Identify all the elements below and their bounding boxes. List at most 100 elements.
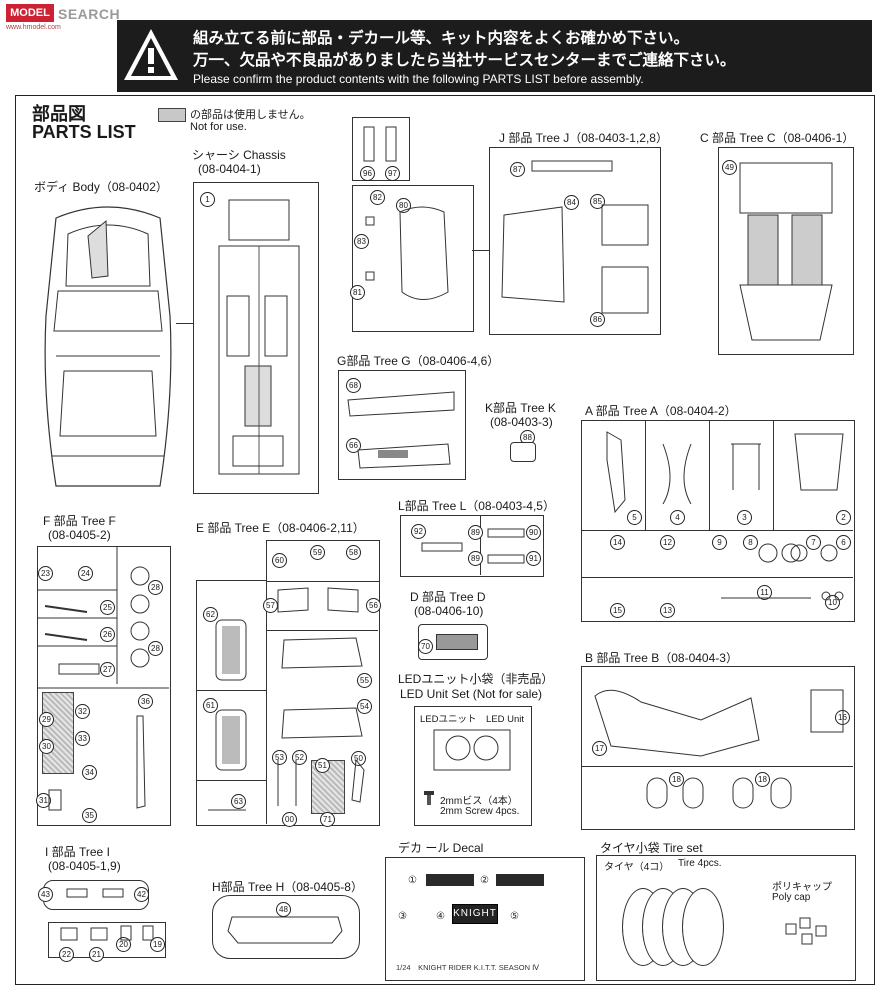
part-17: 17 — [592, 741, 607, 756]
tree-i-drawing — [60, 888, 154, 941]
led-unit-drawing — [433, 729, 511, 771]
part-22: 22 — [59, 947, 74, 962]
decal-2: ② — [480, 875, 489, 886]
part-13: 13 — [660, 603, 675, 618]
tree-e-drawing — [208, 587, 365, 811]
tree-k-frame — [510, 442, 536, 462]
part-14: 14 — [610, 535, 625, 550]
part-00: 00 — [282, 812, 297, 827]
tree-d-part — [436, 634, 478, 650]
chassis-frame — [193, 182, 319, 494]
watermark-label: SEARCH — [58, 6, 121, 22]
part-92: 92 — [411, 524, 426, 539]
body-drawing — [44, 206, 172, 487]
tree-e-divider-h2 — [266, 630, 378, 631]
part-87: 87 — [510, 162, 525, 177]
tree-l-divider — [480, 515, 481, 575]
tire-en: Tire 4pcs. — [678, 858, 722, 869]
part-15: 15 — [610, 603, 625, 618]
decal-4: ④ — [436, 911, 445, 922]
part-42: 42 — [134, 887, 149, 902]
poly-cap-drawing — [785, 917, 827, 945]
decal-2-swatch — [496, 874, 544, 886]
part-54: 54 — [357, 699, 372, 714]
part-12: 12 — [660, 535, 675, 550]
led-screw-en: 2mm Screw 4pcs. — [440, 806, 520, 817]
part-26: 26 — [100, 627, 115, 642]
part-50: 50 — [351, 751, 366, 766]
part-53: 53 — [272, 750, 287, 765]
tree-a-frame — [581, 420, 855, 622]
part-31: 31 — [36, 793, 51, 808]
part-33: 33 — [75, 731, 90, 746]
tire-jp: タイヤ（4コ） — [604, 862, 670, 873]
tire-set-label: タイヤ小袋 Tire set — [600, 841, 703, 855]
decal-label: デカ ール Decal — [398, 841, 484, 855]
warning-icon — [124, 29, 178, 80]
part-89b: 89 — [468, 551, 483, 566]
tree-c-label: C 部品 Tree C（08-0406-1） — [700, 131, 855, 145]
watermark-url: www.hmodel.com — [6, 24, 61, 31]
chassis-connector — [176, 323, 194, 324]
tree-f-not-for-use-block — [42, 692, 74, 774]
part-11: 11 — [757, 585, 772, 600]
part-85: 85 — [590, 194, 605, 209]
tree-h-label: H部品 Tree H（08-0405-8） — [212, 880, 363, 894]
tree-a-drawing — [606, 431, 844, 601]
part-97: 97 — [385, 166, 400, 181]
part-36: 36 — [138, 694, 153, 709]
tree-d-label-2: (08-0406-10) — [414, 604, 484, 618]
tree-i-label-1: I 部品 Tree I — [45, 845, 110, 859]
poly-cap-en: Poly cap — [772, 892, 811, 903]
part-86: 86 — [590, 312, 605, 327]
part-51: 51 — [315, 758, 330, 773]
part-90: 90 — [526, 525, 541, 540]
part-57: 57 — [263, 598, 278, 613]
part-3: 3 — [737, 510, 752, 525]
decal-plate-text: KNIGHT — [453, 908, 497, 919]
part-29: 29 — [39, 712, 54, 727]
led-screw-jp: 2mmビス（4本） — [440, 796, 518, 807]
tree-j-frame-left — [352, 185, 474, 332]
tree-g-label: G部品 Tree G（08-0406-4,6） — [337, 354, 500, 368]
tire-4 — [682, 888, 724, 966]
tree-b-divider — [581, 766, 853, 767]
tree-k-label-2: (08-0403-3) — [490, 415, 553, 429]
part-5: 5 — [627, 510, 642, 525]
part-6: 6 — [836, 535, 851, 550]
tree-l-label: L部品 Tree L（08-0403-4,5） — [398, 499, 555, 513]
not-for-use-jp: の部品は使用しません。 — [190, 109, 311, 121]
part-8: 8 — [743, 535, 758, 550]
part-55: 55 — [357, 673, 372, 688]
header-line-3: Please confirm the product contents with… — [193, 72, 644, 86]
tree-e-divider-h — [196, 690, 266, 691]
decal-1-swatch — [426, 874, 474, 886]
part-4: 4 — [670, 510, 685, 525]
part-81: 81 — [350, 285, 365, 300]
tree-a-divider-h2 — [581, 577, 853, 578]
watermark: MODEL SEARCH www.hmodel.com — [0, 0, 180, 34]
not-for-use-en: Not for use. — [190, 121, 247, 133]
tree-e-divider-h3 — [196, 780, 266, 781]
led-label-2: LED Unit Set (Not for sale) — [400, 687, 543, 701]
part-18b: 18 — [755, 772, 770, 787]
header-warning-bar: 組み立てる前に部品・デカール等、キット内容をよくお確かめ下さい。 万一、欠品や不… — [117, 20, 872, 92]
tree-j-frame-small — [352, 117, 410, 181]
part-66: 66 — [346, 438, 361, 453]
tree-f-label-2: (08-0405-2) — [48, 528, 111, 542]
tree-a-divider-h1 — [581, 530, 853, 531]
tree-h-drawing — [227, 916, 343, 944]
part-63: 63 — [231, 794, 246, 809]
tree-a-divider-v1 — [645, 420, 646, 530]
parts-list-title-jp: 部品図 — [32, 104, 86, 124]
tree-f-frame — [37, 546, 171, 826]
tree-f-drawing — [37, 546, 169, 811]
screw-icon — [424, 791, 434, 805]
tree-c-frame — [718, 147, 854, 355]
part-28a: 28 — [148, 580, 163, 595]
part-9: 9 — [712, 535, 727, 550]
tree-j-parts-drawing — [363, 126, 649, 314]
part-number: 1 — [200, 192, 215, 207]
led-inner-label: LEDユニット LED Unit — [420, 714, 524, 725]
tree-a-divider-v3 — [773, 420, 774, 530]
